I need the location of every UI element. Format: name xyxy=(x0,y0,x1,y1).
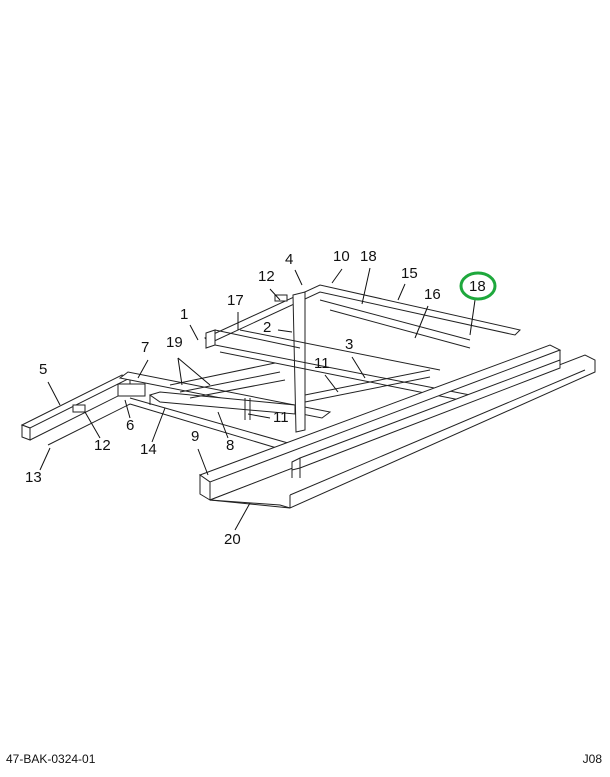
highlight-circle xyxy=(459,271,497,301)
callout-18-highlighted[interactable]: 18 xyxy=(469,278,486,295)
callout-7[interactable]: 7 xyxy=(141,339,149,356)
leader-lines xyxy=(39,267,476,531)
callout-16[interactable]: 16 xyxy=(424,286,441,303)
callout-labels: 1 2 3 4 5 6 7 8 9 10 11 11 12 12 13 14 1… xyxy=(25,248,486,548)
callout-14[interactable]: 14 xyxy=(140,441,157,458)
callout-19[interactable]: 19 xyxy=(166,334,183,351)
callout-9[interactable]: 9 xyxy=(191,428,199,445)
callout-13[interactable]: 13 xyxy=(25,469,42,486)
callout-11-lower[interactable]: 11 xyxy=(273,409,289,426)
callout-15[interactable]: 15 xyxy=(401,265,418,282)
callout-12-lower[interactable]: 12 xyxy=(94,437,111,454)
callout-2[interactable]: 2 xyxy=(263,319,271,336)
drawing-number: 47-BAK-0324-01 xyxy=(6,752,96,766)
callout-6[interactable]: 6 xyxy=(126,417,134,434)
page-code: J08 xyxy=(582,752,602,766)
frame-linework xyxy=(20,284,596,509)
callout-11-upper[interactable]: 11 xyxy=(314,355,330,372)
callout-17[interactable]: 17 xyxy=(227,292,244,309)
callout-4[interactable]: 4 xyxy=(285,251,293,268)
callout-12-upper[interactable]: 12 xyxy=(258,268,275,285)
callout-3[interactable]: 3 xyxy=(345,336,353,353)
callout-5[interactable]: 5 xyxy=(39,361,47,378)
callout-10[interactable]: 10 xyxy=(333,248,350,265)
callout-20[interactable]: 20 xyxy=(224,531,241,548)
callout-8[interactable]: 8 xyxy=(226,437,234,454)
callout-18-upper[interactable]: 18 xyxy=(360,248,377,265)
callout-1[interactable]: 1 xyxy=(180,306,188,323)
